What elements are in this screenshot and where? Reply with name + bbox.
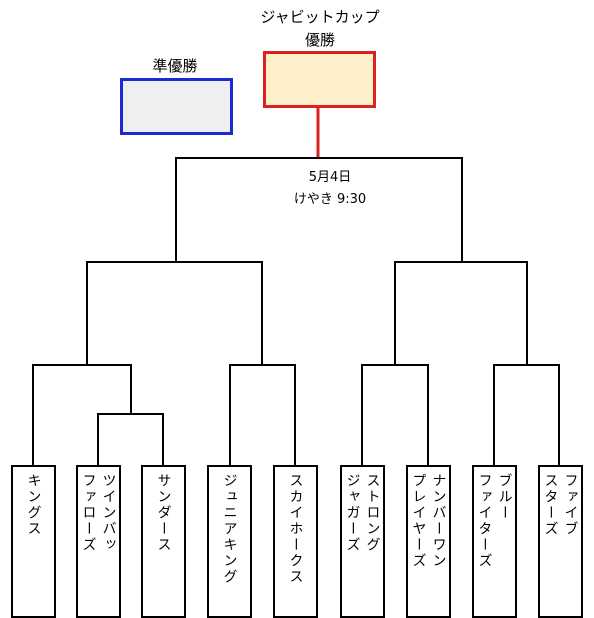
final-bracket (175, 157, 463, 262)
team-name: キングス (25, 473, 42, 537)
quarter-bracket-1 (32, 364, 132, 465)
team-box-blue-fighters: ブルー ファイターズ (472, 465, 517, 618)
final-date: 5月4日 (308, 170, 352, 185)
team-name-line1: ブルー (496, 473, 513, 521)
runner-up-label: 準優勝 (152, 57, 198, 75)
team-name-line2: スターズ (542, 473, 559, 537)
tournament-title: ジャビットカップ (260, 8, 380, 26)
team-name: サンダース (155, 473, 172, 553)
final-venue-time: けやき 9:30 (293, 192, 367, 207)
team-name-line2: プレイヤーズ (410, 473, 427, 569)
team-name-line1: ファイブ (562, 473, 579, 537)
team-box-thunders: サンダース (141, 465, 186, 618)
team-name-line1: ツインバッ (100, 473, 117, 553)
team-name-line1: ナンバーワン (430, 473, 447, 569)
team-name-line1: ストロング (364, 473, 381, 553)
team-box-number-one-players: ナンバーワン プレイヤーズ (406, 465, 451, 618)
team-name-line2: ファローズ (80, 473, 97, 553)
team-box-sky-hawks: スカイホークス (273, 465, 318, 618)
quarter-bracket-3 (361, 364, 429, 465)
team-box-kings: キングス (11, 465, 56, 618)
team-box-strong-jaguars: ストロング ジャガーズ (340, 465, 385, 618)
round1-bracket (97, 413, 164, 465)
quarter-bracket-2 (229, 364, 296, 465)
team-name-line2: ファイターズ (476, 473, 493, 569)
quarter-bracket-4 (493, 364, 560, 465)
team-name: ジュニアキング (221, 473, 238, 585)
winner-label: 優勝 (304, 31, 335, 49)
team-name: スカイホークス (287, 473, 304, 585)
team-box-twin-buffaloes: ツインバッ ファローズ (76, 465, 121, 618)
left-semi-bracket (86, 261, 263, 365)
team-box-junior-king: ジュニアキング (207, 465, 252, 618)
runner-up-box (120, 78, 233, 135)
team-name-line2: ジャガーズ (344, 473, 361, 553)
right-semi-bracket (394, 261, 528, 365)
team-box-five-stars: ファイブ スターズ (538, 465, 583, 618)
